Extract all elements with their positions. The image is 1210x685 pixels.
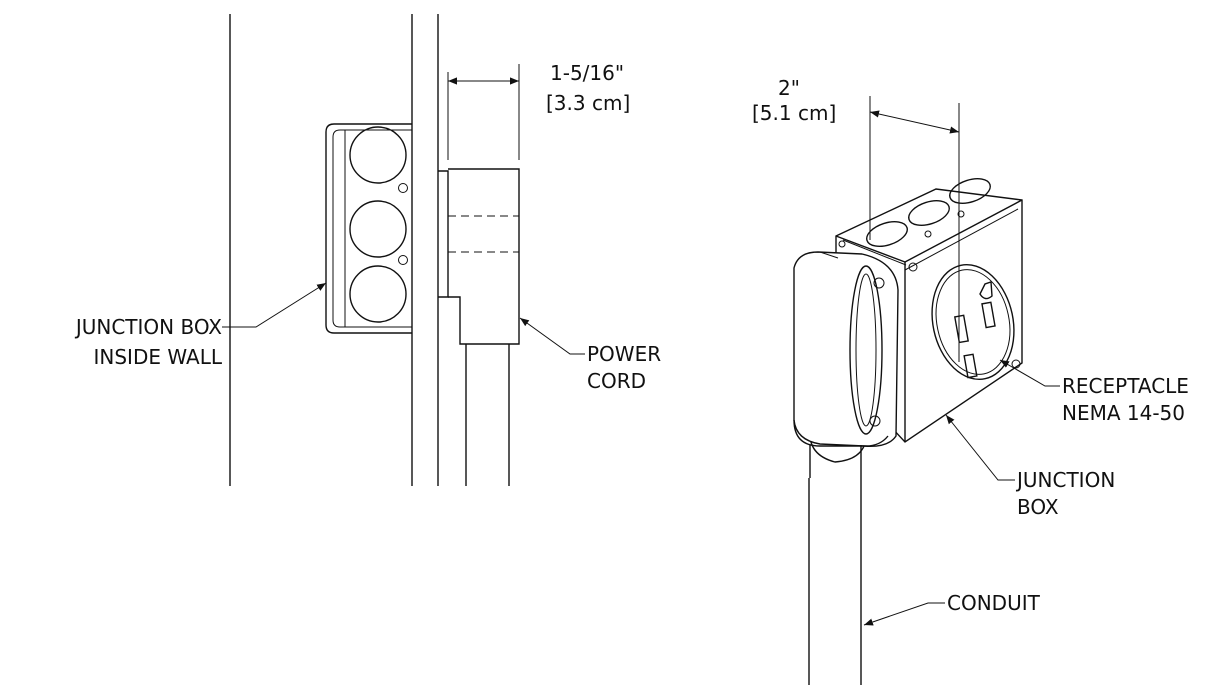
dimension-left-imperial-label: 1-5/16": [550, 61, 624, 85]
receptacle-label-line2: NEMA 14-50: [1062, 401, 1185, 425]
nema-14-50-receptacle: [931, 263, 1015, 381]
conduit-label: CONDUIT: [947, 591, 1041, 615]
junction-box-label-line1: JUNCTION: [1015, 468, 1115, 492]
side-view: 1-5/16" [3.3 cm] JUNCTION BOX INSIDE WAL…: [74, 14, 661, 486]
dimension-left-metric-label: [3.3 cm]: [546, 91, 630, 115]
junction-box-label-line2: BOX: [1017, 495, 1059, 519]
dimension-left: [447, 64, 520, 160]
conduit: [808, 440, 862, 685]
power-cord-plug: [438, 168, 520, 345]
junction-box-inside-wall-label-line1: JUNCTION BOX: [74, 315, 222, 339]
receptacle-leader: [999, 359, 1060, 387]
power-cord-leader: [519, 317, 585, 355]
isometric-view: 2" [5.1 cm] RECEPTACLE NEMA 14-50 JUNCTI…: [752, 76, 1189, 685]
dimension-right: [869, 96, 960, 362]
junction-box-inside-wall: [325, 123, 412, 334]
junction-box-wall-leader: [222, 282, 327, 328]
receptacle-label-line1: RECEPTACLE: [1062, 374, 1189, 398]
junction-box-inside-wall-label-line2: INSIDE WALL: [94, 345, 223, 369]
conduit-leader: [863, 602, 945, 626]
cord-cable: [465, 344, 510, 486]
dimension-right-metric-label: [5.1 cm]: [752, 101, 836, 125]
wall-lines: [229, 14, 439, 486]
dimension-right-imperial-label: 2": [778, 76, 800, 100]
power-cord-label-line2: CORD: [587, 369, 646, 393]
conduit-body-fitting: [793, 251, 899, 478]
junction-box-leader: [945, 414, 1015, 481]
power-cord-label-line1: POWER: [587, 342, 661, 366]
